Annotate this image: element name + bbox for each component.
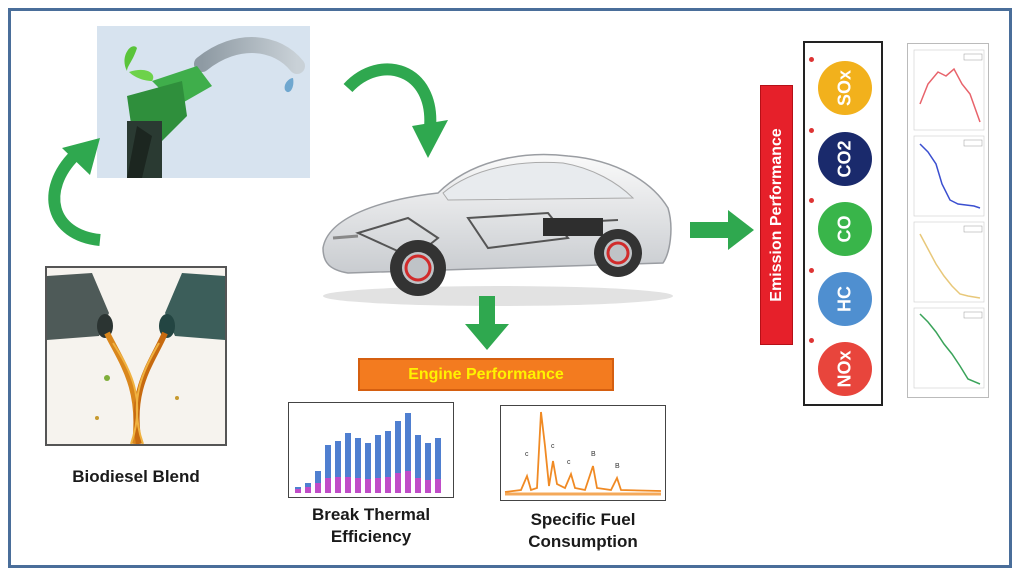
gas-circle-co: CO xyxy=(809,198,872,256)
emission-trend-plots xyxy=(907,43,989,398)
btc-bar-base xyxy=(345,477,351,493)
oil-pour-icon xyxy=(45,266,227,446)
gas-circle-co2: CO2 xyxy=(809,128,872,186)
emission-performance-text: Emission Performance xyxy=(767,128,785,302)
gas-label: NOx xyxy=(834,350,855,388)
diagram-frame xyxy=(8,8,1012,568)
biodiesel-blend-label: Biodiesel Blend xyxy=(72,467,200,486)
sfc-peak-label: c xyxy=(525,451,529,458)
gas-label: CO2 xyxy=(834,140,855,178)
arrow-icon xyxy=(343,63,448,158)
btc-bar-base xyxy=(375,478,381,493)
btc-bar xyxy=(365,443,371,493)
sfc-peak-label: c xyxy=(551,443,555,450)
btc-bar-base xyxy=(405,471,411,493)
sfc-label-line1: Specific Fuel xyxy=(530,510,636,529)
emission-gas-panel: SOx CO2 CO HC NOx xyxy=(803,41,883,406)
sfc-peak-label: B xyxy=(591,451,596,458)
co2-trend-line xyxy=(919,143,981,209)
btc-bar xyxy=(385,431,391,493)
gas-label: CO xyxy=(834,215,855,243)
btc-bar-base xyxy=(415,478,421,493)
btc-bar-base xyxy=(435,479,441,493)
btc-bar-base xyxy=(335,477,341,493)
gas-circle-hc: HC xyxy=(809,268,872,326)
brake-thermal-chart xyxy=(288,402,454,498)
sfc-peak-label: c xyxy=(567,459,571,466)
arrow-icon xyxy=(48,138,101,246)
sfc-label: Specific Fuel Consumption xyxy=(492,509,674,553)
btc-bar xyxy=(395,421,401,493)
btc-bar xyxy=(335,441,341,493)
btc-bar xyxy=(405,413,411,493)
btc-bar-base xyxy=(325,478,331,493)
emission-performance-label: Emission Performance xyxy=(760,85,793,345)
btc-bar xyxy=(435,438,441,493)
btc-bar-base xyxy=(295,489,301,493)
btc-bar xyxy=(325,445,331,493)
brake-thermal-label: Break Thermal Efficiency xyxy=(282,504,460,548)
btc-bar xyxy=(355,438,361,493)
fuel-nozzle-icon xyxy=(97,26,310,178)
btc-bar xyxy=(345,433,351,493)
btc-bar-base xyxy=(365,479,371,493)
engine-performance-label: Engine Performance xyxy=(358,358,614,391)
arrow-icon xyxy=(690,210,754,250)
gas-label: HC xyxy=(834,286,855,312)
btc-bar xyxy=(315,471,321,493)
btc-bar-base xyxy=(395,473,401,493)
gas-label: SOx xyxy=(834,69,855,107)
brake-thermal-label-line2: Efficiency xyxy=(330,527,412,546)
btc-bar-base xyxy=(425,480,431,493)
sfc-label-line2: Consumption xyxy=(528,532,638,551)
btc-bar xyxy=(375,435,381,493)
btc-bar-base xyxy=(305,487,311,493)
sfc-peak-label: B xyxy=(615,463,620,470)
co-trend-line xyxy=(919,233,981,299)
brake-thermal-label-line1: Break Thermal xyxy=(311,505,431,524)
arrow-icon xyxy=(465,296,509,350)
sox-trend-line xyxy=(919,67,981,123)
car-icon xyxy=(318,138,676,308)
btc-bar-base xyxy=(355,478,361,493)
gas-circle-nox: NOx xyxy=(809,338,872,396)
sfc-chart: c c c B B xyxy=(500,405,666,501)
btc-bar-base xyxy=(315,483,321,493)
btc-bar xyxy=(425,443,431,493)
gas-circle-sox: SOx xyxy=(809,57,872,115)
btc-bar xyxy=(415,435,421,493)
btc-bar-base xyxy=(385,477,391,493)
nox-trend-line xyxy=(919,313,981,385)
